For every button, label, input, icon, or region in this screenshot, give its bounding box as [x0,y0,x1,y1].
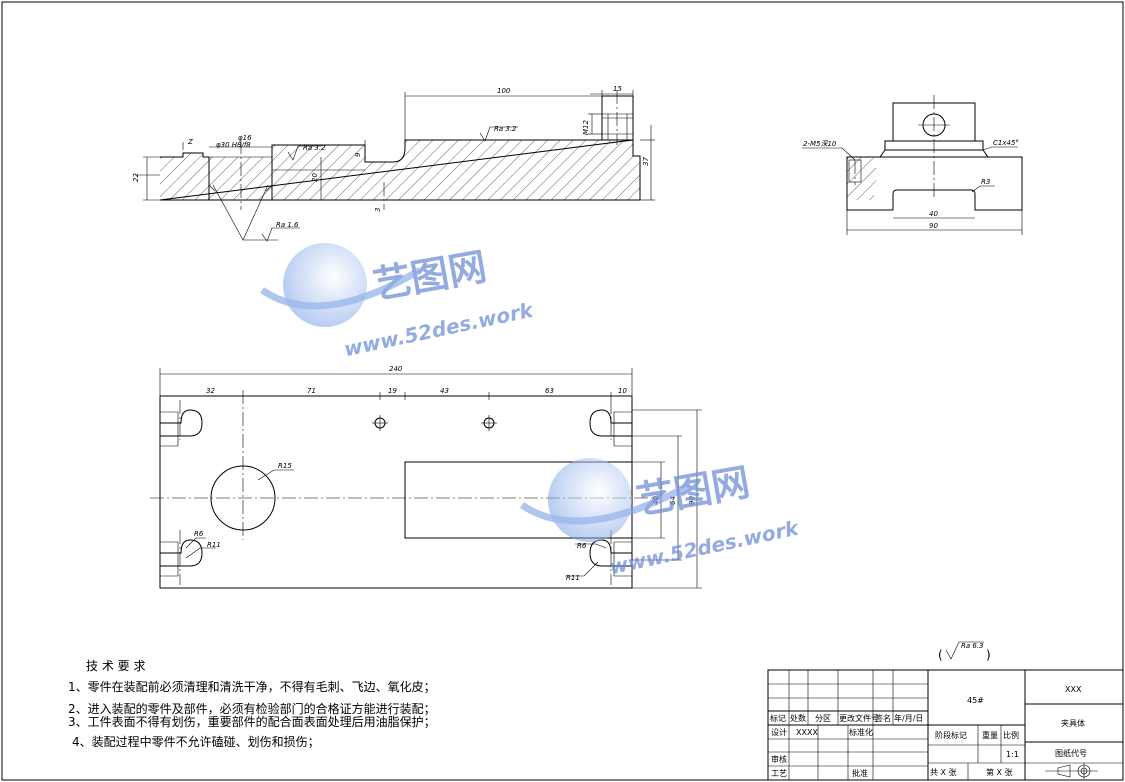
tb-sheets-total: 共 X 张 [930,768,957,777]
dim-plan-63: 63 [545,387,554,395]
tech-item-4: 4、装配过程中零件不允许磕碰、划伤和损伤； [72,734,320,749]
tb-stage-mark: 阶段标记 [935,730,967,740]
mark-z: Z [187,138,193,146]
front-section-view: 22 37 100 15 M12 9 20 3 Z φ16 φ30 H8/f8 [132,85,655,242]
tech-item-1: 1、零件在装配前必须清理和清洗干净，不得有毛刺、飞边、氧化皮； [68,679,436,694]
globe-logo-icon [260,243,422,327]
tb-h-sign: 签名 [875,713,891,723]
dim-phi30-fit: φ30 H8/f8 [216,141,251,149]
callout-r3: R3 [981,178,990,186]
dim-plan-71: 71 [307,387,316,395]
callout-r6-right: R6 [577,542,587,550]
tb-company: XXX [1065,685,1082,694]
dim-22: 22 [132,173,140,182]
tech-item-3: 3、工件表面不得有划伤，重要部件的配合面表面处理后用油脂保护； [68,714,436,729]
tech-requirements: 技 术 要 求 1、零件在装配前必须清理和清洗干净，不得有毛刺、飞边、氧化皮； … [68,659,436,749]
side-view: 40 90 2-M5深10 C1x45° R3 [802,95,1023,235]
dim-plan-32: 32 [206,387,215,395]
watermark-url-1: www.52des.work [342,297,537,361]
dim-m12: M12 [582,120,590,135]
watermark-url-2: www.52des.work [607,515,802,579]
tb-h-mark: 标记 [770,713,786,723]
tb-material: 45# [967,696,984,705]
dim-plan-240: 240 [389,365,403,373]
dim-plan-10: 10 [618,387,627,395]
tb-design: 设计 [771,727,787,737]
callout-r11-left: R11 [207,541,221,549]
dim-plan-64: 64 [669,496,677,505]
dim-9: 9 [354,152,362,157]
tb-h-doc: 更改文件号 [839,713,879,723]
tb-approve: 批准 [852,768,868,778]
dim-plan-43: 43 [440,387,449,395]
tb-weight: 重量 [982,730,998,740]
dim-plan-90: 90 [688,496,696,505]
dim-20: 20 [311,173,319,182]
tb-process: 工艺 [771,769,787,778]
dim-37: 37 [642,157,650,166]
tech-title: 技 术 要 求 [86,659,145,673]
dim-side-90: 90 [929,222,938,230]
callout-r11-right: R11 [566,574,580,582]
watermark-2: 艺图网 www.52des.work [520,458,802,579]
finish-ra16: Ra 1.6 [276,221,299,229]
watermark-brand-1: 艺图网 [370,244,490,307]
finish-ra32-b: Ra 3.2 [494,125,517,133]
callout-thread: 2-M5深10 [803,140,837,148]
callout-chamfer: C1x45° [993,139,1019,147]
plan-view: 240 32 71 19 43 63 10 40 64 90 R15 R6 R1… [150,365,702,589]
tech-item-2: 2、进入装配的零件及部件，必须有检验部门的合格证方能进行装配； [68,701,436,716]
dim-phi16: φ16 [238,134,252,142]
tb-standardize: 标准化 [849,727,873,737]
globe-logo-icon-2 [520,458,692,542]
tb-part-name: 夹具体 [1061,718,1085,728]
general-surface-finish: ( Ra 6.3 ) [938,641,991,662]
dim-side-40: 40 [929,210,938,218]
tb-scale-label: 比例 [1003,730,1019,740]
tb-sheet-no: 第 X 张 [986,767,1013,777]
tb-designer: XXXX [796,728,818,737]
watermark-1: 艺图网 www.52des.work [260,243,537,361]
callout-r15: R15 [278,462,292,470]
tb-h-zone: 分区 [815,714,831,723]
tb-h-date: 年/月/日 [894,713,923,723]
svg-text:(: ( [938,648,943,662]
dim-plan-19: 19 [388,387,397,395]
tb-h-count: 处数 [790,713,806,723]
projection-symbol-icon [1045,763,1098,779]
tb-scale: 1:1 [1006,750,1019,759]
dim-100: 100 [497,87,511,95]
finish-ra63: Ra 6.3 [961,642,984,650]
title-block: 标记 处数 分区 更改文件号 签名 年/月/日 设计 XXXX 标准化 审核 工… [767,669,1124,781]
dim-3: 3 [374,208,382,212]
tb-drawing-no: 图纸代号 [1055,748,1087,758]
svg-text:): ) [986,648,991,662]
callout-r6-left: R6 [194,530,204,538]
finish-ra32-a: Ra 3.2 [303,144,326,152]
dim-15: 15 [613,85,622,93]
watermark-brand-2: 艺图网 [633,460,753,523]
tb-review: 审核 [771,754,787,764]
